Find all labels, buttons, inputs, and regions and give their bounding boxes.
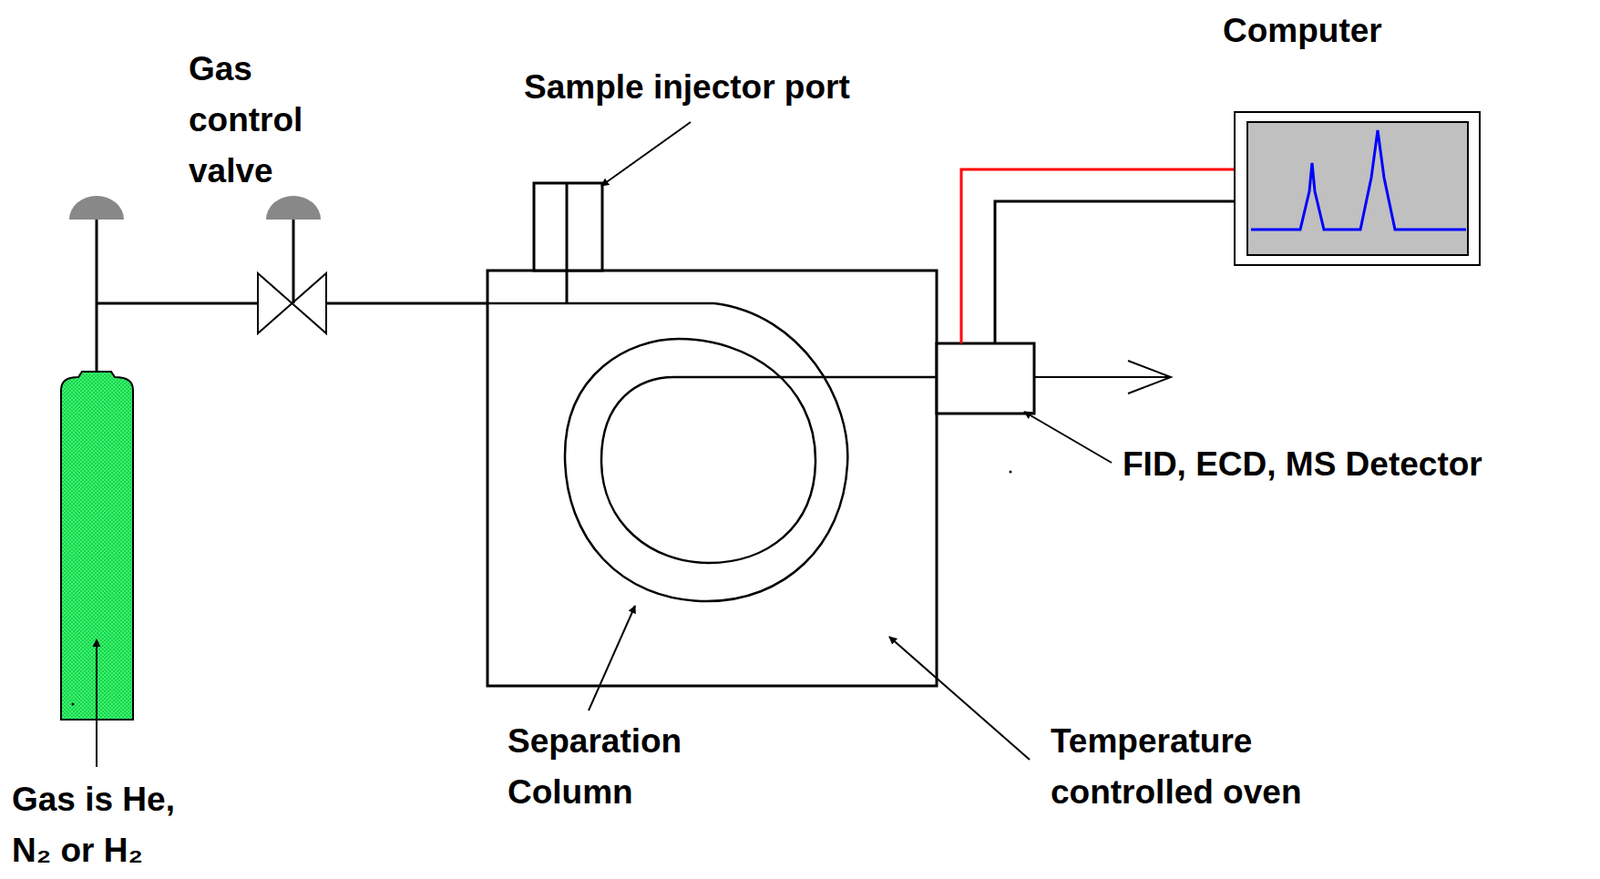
separation-column [564, 303, 848, 602]
part-label: Temperature controlled oven [1050, 716, 1397, 819]
gas-pipe [326, 302, 488, 306]
column-outlet [674, 376, 937, 380]
chromatogram [1251, 130, 1467, 230]
leader-line [889, 636, 1030, 760]
computer-frame [1234, 112, 1480, 266]
exhaust-line [1034, 376, 1171, 379]
gas-pipe [96, 302, 258, 306]
leader-line [588, 605, 636, 711]
leader-line [1024, 411, 1112, 463]
signal-wire [994, 201, 1235, 344]
valve-knob [266, 195, 321, 220]
part-label: Separation Column [507, 716, 747, 819]
part-label: Gas is He, N₂ or H₂ [11, 774, 199, 877]
cylinder-knob [69, 195, 124, 220]
column-inlet [487, 302, 715, 306]
part-label: Gas control valve [188, 43, 362, 197]
injector-needle [565, 183, 569, 304]
detector-box [936, 343, 1035, 414]
computer-screen [1247, 122, 1468, 256]
cylinder-stem [95, 219, 99, 372]
stray-dot [71, 703, 75, 707]
stray-dot [1009, 471, 1013, 474]
part-label: Sample injector port [523, 61, 871, 113]
part-label: FID, ECD, MS Detector [1122, 439, 1483, 491]
signal-wire [961, 169, 1235, 344]
oven-box [487, 270, 937, 687]
leader-line [601, 122, 691, 186]
exhaust-arrowhead [1128, 360, 1171, 394]
leader-line [95, 639, 98, 768]
device-label: Computer [1222, 5, 1383, 57]
valve-stem [292, 219, 296, 304]
